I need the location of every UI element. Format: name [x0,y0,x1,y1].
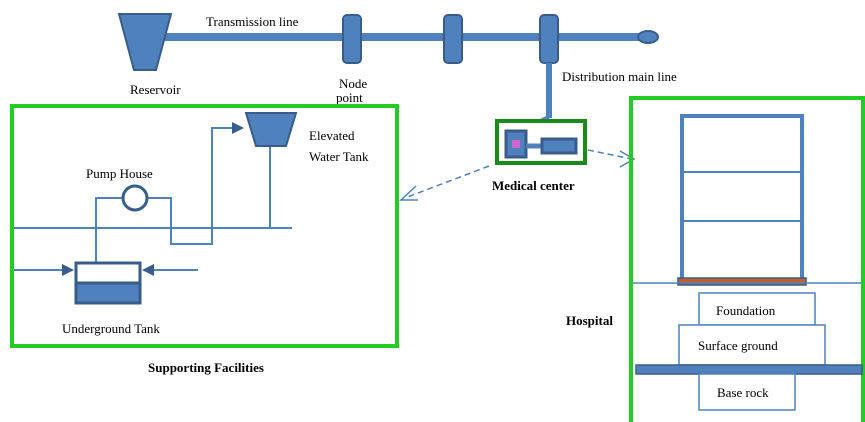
inflow-arrow-right [142,264,154,276]
hospital-building-body [680,114,804,282]
foundation-label: Foundation [716,303,776,318]
elevated-tank-label-line2: Water Tank [309,149,369,164]
node-point-1 [342,14,362,64]
node-point-label-line2: point [336,90,363,105]
supporting-facilities-label: Supporting Facilities [148,360,264,375]
base-rock-label: Base rock [717,385,769,400]
discharge-pipe [148,127,234,245]
pipe-arrow-to-tank [232,122,244,134]
base-rock-layer-bar [635,364,863,375]
node-point-label-line1: Node [339,76,367,91]
underground-tank-label: Underground Tank [62,321,160,336]
foundation-box [698,292,816,326]
reservoir-label: Reservoir [130,82,181,97]
suction-pipe [95,197,122,275]
pump-house-label: Pump House [86,166,153,181]
medical-center-indicator [512,140,520,148]
pump-house-icon [121,184,149,212]
surface-ground-label: Surface ground [698,338,778,353]
supporting-facilities-pipes [14,122,292,276]
underground-tank-shape [74,261,142,305]
medical-center-pump [540,137,578,155]
dashed-arrowhead-left [399,185,418,201]
node-point-2 [443,14,463,64]
dashed-link-to-facilities [404,165,490,199]
hospital-frame [629,96,865,422]
supporting-facilities-frame [10,104,399,348]
dashed-link-to-hospital [587,149,633,160]
line-end-cap [637,30,659,44]
underground-tank-top [74,261,142,285]
elevated-water-tank-shape [244,112,298,147]
medical-center [495,119,587,165]
hospital-ground-slab [677,277,807,286]
hospital-building [677,114,807,286]
reservoir-shape [117,13,173,71]
base-rock-box [698,373,796,411]
distribution-main-line-label: Distribution main line [562,69,677,84]
transmission-line-label: Transmission line [206,14,299,29]
medical-center-label: Medical center [492,178,575,193]
inflow-arrow-left [62,264,74,276]
node-point-3 [539,14,559,64]
dashed-arrowhead-right [619,150,636,168]
elevated-tank-label-line1: Elevated [309,128,355,143]
hospital-label: Hospital [566,313,613,328]
